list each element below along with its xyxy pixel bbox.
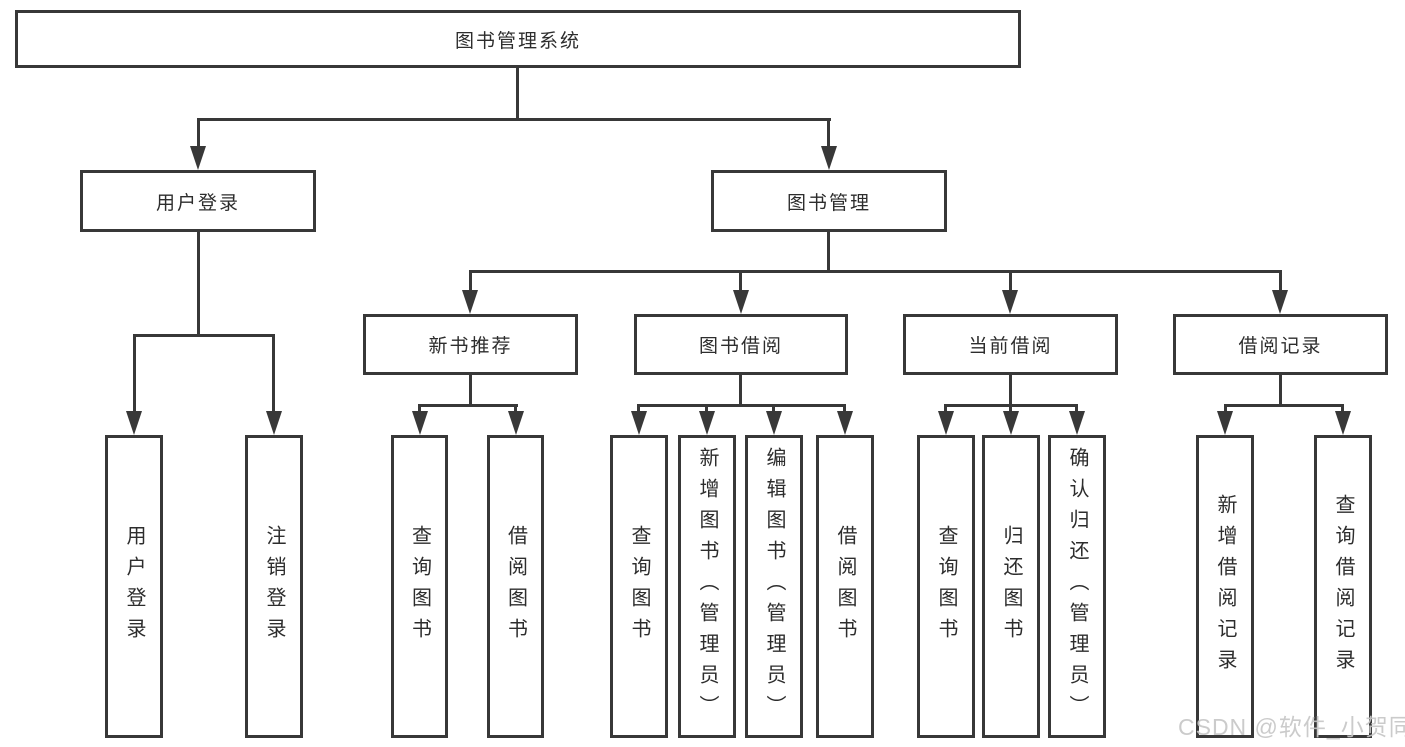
leaf-confirm-return-admin-label: 确认归还（管理员） [1066, 447, 1088, 726]
connector-bus-book-borrow [637, 404, 846, 407]
leaf-add-borrow-record-label: 新增借阅记录 [1214, 493, 1236, 680]
root-node-label: 图书管理系统 [454, 30, 581, 52]
arrow-down-icon [1272, 290, 1288, 314]
leaf-return-book-label: 归还图书 [1000, 524, 1022, 649]
node-new-book-recommend: 新书推荐 [363, 314, 578, 375]
leaf-edit-book-admin-label: 编辑图书（管理员） [763, 447, 785, 726]
leaf-user-login: 用户登录 [105, 435, 163, 738]
arrow-down-icon [462, 290, 478, 314]
connector-bus-new-book [418, 404, 518, 407]
arrow-down-icon [821, 146, 837, 170]
connector-drop-book-management [827, 118, 830, 150]
connector-bus-borrow-record [1224, 404, 1344, 407]
connector-drop-new-book [469, 270, 472, 292]
connector-drop-user-login [197, 118, 200, 150]
leaf-query-book-1-label: 查询图书 [408, 524, 431, 649]
leaf-confirm-return-admin: 确认归还（管理员） [1048, 435, 1106, 738]
node-book-management: 图书管理 [711, 170, 947, 232]
leaf-query-book-3-label: 查询图书 [935, 524, 957, 649]
node-user-login: 用户登录 [80, 170, 316, 232]
leaf-query-book-3: 查询图书 [917, 435, 975, 738]
connector-drop-leaf [1341, 404, 1344, 414]
arrow-down-icon [508, 411, 524, 435]
arrow-down-icon [938, 411, 954, 435]
connector-user-login-drop [197, 230, 200, 337]
leaf-query-borrow-record: 查询借阅记录 [1314, 435, 1372, 738]
arrow-down-icon [412, 411, 428, 435]
arrow-down-icon [1335, 411, 1351, 435]
arrow-down-icon [266, 411, 282, 435]
connector-current-borrow-drop [1009, 373, 1012, 407]
connector-drop-borrow-record [1279, 270, 1282, 292]
arrow-down-icon [1217, 411, 1233, 435]
connector-bus-user-login [133, 334, 275, 337]
arrow-down-icon [631, 411, 647, 435]
node-book-borrowing: 图书借阅 [634, 314, 848, 375]
connector-new-book-drop [469, 373, 472, 407]
connector-book-management-drop [827, 230, 830, 273]
leaf-add-book-admin: 新增图书（管理员） [678, 435, 736, 738]
leaf-query-borrow-record-label: 查询借阅记录 [1332, 493, 1354, 680]
connector-drop-leaf [1224, 404, 1227, 414]
node-current-borrowing: 当前借阅 [903, 314, 1118, 375]
connector-drop-book-borrow [739, 270, 742, 292]
node-user-login-label: 用户登录 [155, 192, 240, 214]
connector-drop-current-borrow [1009, 270, 1012, 292]
arrow-down-icon [699, 411, 715, 435]
connector-drop-leaf [514, 404, 517, 414]
leaf-borrow-book-2: 借阅图书 [816, 435, 874, 738]
leaf-borrow-book-2-label: 借阅图书 [834, 524, 856, 649]
connector-borrow-record-drop [1279, 373, 1282, 407]
connector-book-borrow-drop [739, 373, 742, 407]
connector-root-drop [516, 66, 519, 121]
connector-drop-leaf [1075, 404, 1078, 414]
leaf-borrow-book-1-label: 借阅图书 [504, 524, 527, 649]
node-current-borrowing-label: 当前借阅 [968, 336, 1053, 357]
node-book-borrowing-label: 图书借阅 [698, 336, 783, 357]
leaf-add-book-admin-label: 新增图书（管理员） [696, 447, 718, 726]
leaf-borrow-book-1: 借阅图书 [487, 435, 544, 738]
leaf-query-book-2-label: 查询图书 [628, 524, 650, 649]
connector-drop-leaf [1009, 404, 1012, 414]
arrow-down-icon [837, 411, 853, 435]
arrow-down-icon [1002, 290, 1018, 314]
connector-drop-leaf [637, 404, 640, 414]
leaf-query-book-2: 查询图书 [610, 435, 668, 738]
connector-bus-level3 [469, 270, 1281, 273]
leaf-logout: 注销登录 [245, 435, 303, 738]
node-borrowing-records-label: 借阅记录 [1238, 336, 1323, 357]
connector-drop-leaf [843, 404, 846, 414]
leaf-add-borrow-record: 新增借阅记录 [1196, 435, 1254, 738]
connector-drop-leaf [418, 404, 421, 414]
connector-bus-level2 [197, 118, 831, 121]
connector-drop-leaf [272, 334, 275, 414]
arrow-down-icon [766, 411, 782, 435]
arrow-down-icon [1003, 411, 1019, 435]
connector-drop-leaf [133, 334, 136, 414]
node-book-management-label: 图书管理 [786, 192, 871, 214]
connector-drop-leaf [772, 404, 775, 414]
connector-drop-leaf [944, 404, 947, 414]
node-borrowing-records: 借阅记录 [1173, 314, 1388, 375]
csdn-watermark: CSDN @软件_小贺同学 [1178, 714, 1405, 740]
node-new-book-recommend-label: 新书推荐 [428, 336, 513, 357]
leaf-logout-label: 注销登录 [263, 524, 285, 649]
arrow-down-icon [733, 290, 749, 314]
connector-drop-leaf [705, 404, 708, 414]
root-node-book-management-system: 图书管理系统 [15, 10, 1021, 68]
leaf-user-login-label: 用户登录 [123, 524, 145, 649]
arrow-down-icon [1069, 411, 1085, 435]
leaf-return-book: 归还图书 [982, 435, 1040, 738]
arrow-down-icon [190, 146, 206, 170]
leaf-edit-book-admin: 编辑图书（管理员） [745, 435, 803, 738]
leaf-query-book-1: 查询图书 [391, 435, 448, 738]
arrow-down-icon [126, 411, 142, 435]
